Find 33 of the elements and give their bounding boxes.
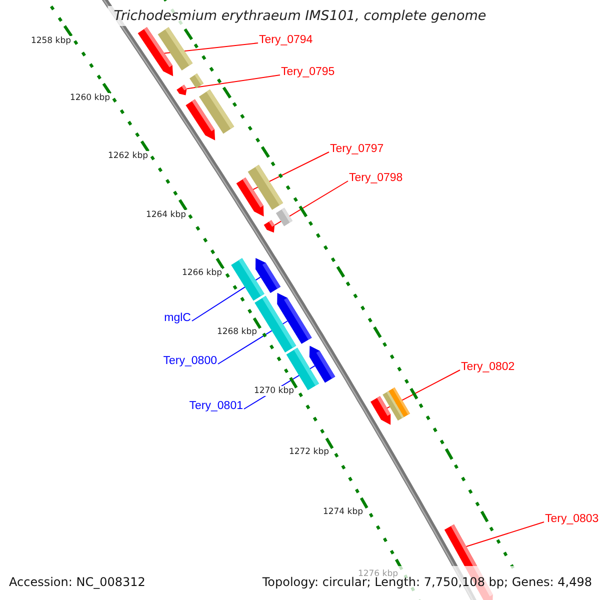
- gene-feature: [176, 84, 187, 96]
- tick-label: 1266 kbp: [182, 268, 222, 278]
- gene-feature: [276, 208, 292, 226]
- gene-label: Tery_0803: [545, 513, 599, 526]
- gene-label: Tery_0794: [259, 34, 313, 47]
- tick-label: 1272 kbp: [288, 447, 329, 457]
- gene-feature: [264, 220, 275, 233]
- gene-label: mglC: [164, 312, 191, 325]
- gene-feature: [199, 89, 234, 134]
- tick-label: 1274 kbp: [322, 507, 363, 517]
- tick-label: 1270 kbp: [254, 386, 294, 396]
- tick-label: 1262 kbp: [108, 151, 148, 161]
- leader-line: [186, 74, 280, 90]
- tick-label: 1258 kbp: [30, 36, 71, 46]
- leader-line: [274, 180, 348, 226]
- gene-label: Tery_0795: [281, 66, 335, 79]
- gene-label: Tery_0802: [461, 361, 515, 374]
- footer-text: Accession: NC_008312: [9, 575, 146, 589]
- gene-feature: [190, 73, 204, 88]
- tick-label: 1268 kbp: [216, 327, 257, 337]
- tick-label: 1264 kbp: [146, 210, 186, 220]
- gene-label: Tery_0797: [330, 143, 384, 156]
- gene-feature: [158, 27, 193, 70]
- gene-feature: [248, 164, 284, 210]
- gene-label: Tery_0801: [189, 400, 243, 413]
- gene-feature: [277, 292, 312, 344]
- gene-label: Tery_0798: [349, 172, 403, 185]
- tick-label: 1260 kbp: [70, 93, 110, 103]
- leader-line: [466, 522, 544, 547]
- gene-feature: [388, 387, 410, 418]
- gene-label: Tery_0800: [163, 355, 217, 368]
- gene-feature: [309, 346, 336, 383]
- gene-feature: [256, 258, 281, 293]
